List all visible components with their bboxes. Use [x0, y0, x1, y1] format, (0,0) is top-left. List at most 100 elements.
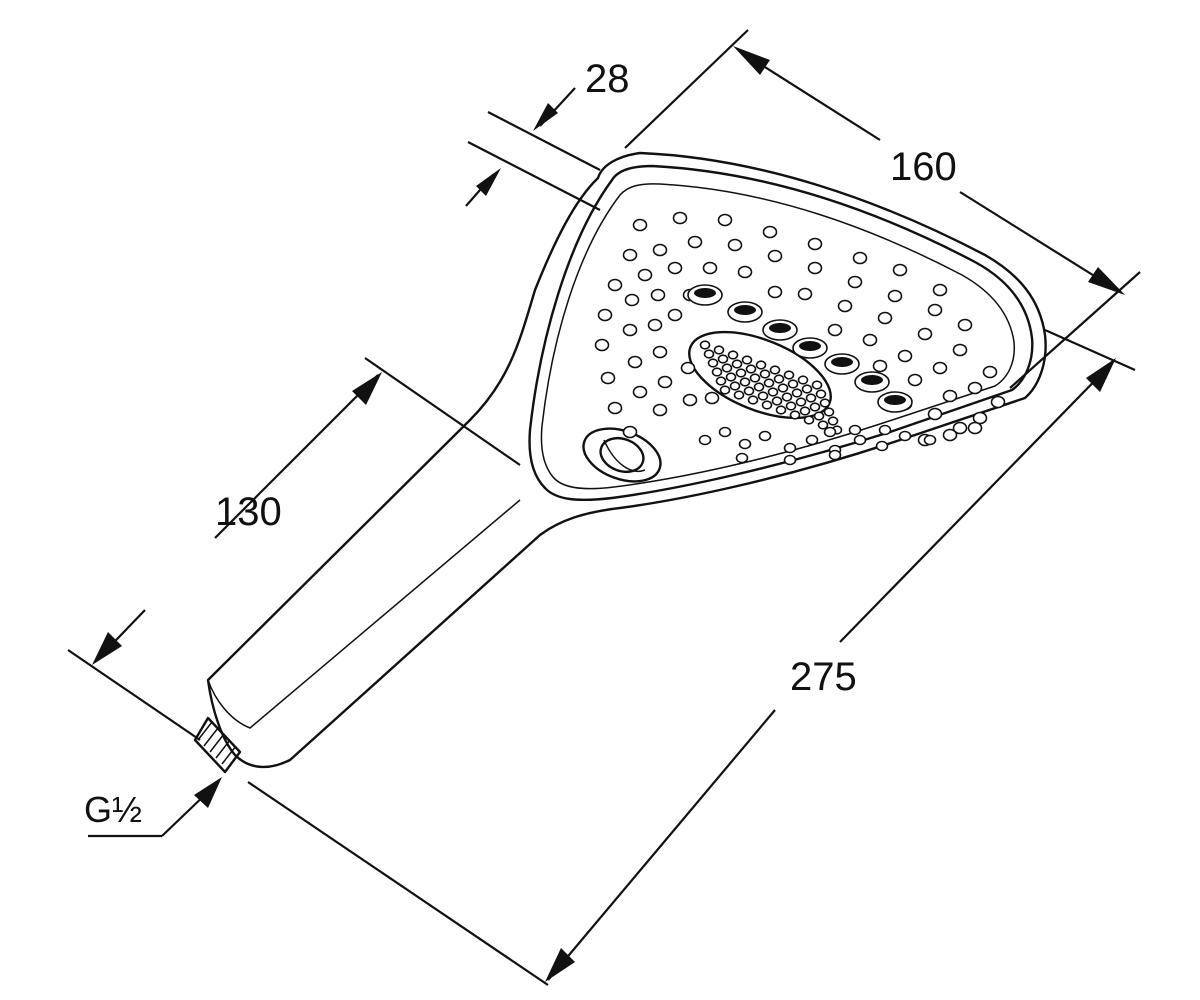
nozzle-jet-core: [734, 305, 756, 315]
nozzle-center: [817, 420, 829, 430]
nozzle-lower: [848, 424, 862, 436]
nozzle-center: [755, 360, 767, 370]
nozzle-outer: [892, 263, 908, 277]
nozzle-jet-core: [799, 341, 821, 351]
nozzle-center: [743, 386, 755, 396]
nozzle-outer: [650, 288, 666, 302]
nozzle-lower: [738, 438, 752, 450]
nozzle-outer: [737, 265, 753, 279]
nozzle-outer: [632, 218, 648, 232]
nozzle-outer: [967, 381, 983, 395]
nozzle-outer: [652, 243, 668, 257]
nozzle-outer: [807, 237, 823, 251]
nozzle-outer: [887, 289, 903, 303]
nozzle-center: [785, 401, 797, 411]
nozzle-center: [763, 378, 775, 388]
nozzle-center: [739, 377, 751, 387]
nozzle-outer: [837, 299, 853, 313]
nozzle-outer: [942, 428, 958, 442]
face-rim-inner: [540, 183, 1016, 490]
nozzle-center: [783, 370, 795, 380]
nozzle-center: [799, 406, 811, 416]
face-depth-label: 28: [585, 57, 630, 101]
nozzle-lower: [758, 430, 772, 442]
nozzle-lower: [878, 424, 892, 436]
nozzle-outer: [727, 238, 743, 252]
nozzle-center: [703, 349, 715, 359]
nozzle-outer: [600, 371, 616, 385]
body-outline: [206, 151, 1047, 769]
nozzle-center: [747, 395, 759, 405]
nozzle-center: [731, 359, 743, 369]
dimension-thread: G½: [84, 777, 222, 838]
nozzle-lower: [735, 452, 749, 464]
nozzle-lower: [898, 430, 912, 442]
nozzle-center: [775, 405, 787, 415]
nozzle-outer: [624, 293, 640, 307]
nozzle-outer: [717, 213, 733, 227]
nozzle-outer: [852, 251, 868, 265]
nozzle-outer: [942, 389, 958, 403]
nozzle-center: [809, 402, 821, 412]
nozzle-center: [717, 354, 729, 364]
nozzle-outer: [917, 327, 933, 341]
nozzle-lower: [828, 449, 842, 461]
nozzle-lower: [853, 434, 867, 446]
nozzle-center: [729, 381, 741, 391]
nozzle-center: [771, 396, 783, 406]
nozzle-center: [797, 375, 809, 385]
nozzle-center: [741, 355, 753, 365]
nozzle-center: [715, 376, 727, 386]
nozzle-center: [761, 400, 773, 410]
handle-crease: [207, 499, 521, 729]
nozzle-center: [757, 391, 769, 401]
dimension-head-width: 160: [624, 29, 1141, 389]
dimension-face-depth: 28: [465, 57, 630, 211]
thread-connector: [193, 716, 242, 774]
nozzle-jet-core: [831, 357, 853, 367]
nozzle-outer: [657, 375, 673, 389]
nozzle-outer: [702, 261, 718, 275]
nozzle-center: [815, 389, 827, 399]
nozzle-center: [721, 363, 733, 373]
nozzle-outer: [862, 333, 878, 347]
nozzle-lower: [783, 442, 797, 454]
nozzle-lower: [698, 434, 712, 446]
nozzle-outer: [847, 275, 863, 289]
dimension-handle-length: 130: [67, 357, 521, 741]
nozzle-jet-core: [861, 375, 883, 385]
nozzle-center: [791, 388, 803, 398]
handle-length-label: 130: [215, 490, 282, 534]
nozzle-outer: [594, 338, 610, 352]
nozzle-outer: [627, 355, 643, 369]
nozzle-outer: [687, 235, 703, 249]
nozzle-outer: [672, 211, 688, 225]
nozzle-center: [727, 350, 739, 360]
nozzle-outer: [927, 303, 943, 317]
nozzle-outer: [637, 268, 653, 282]
overall-length-label: 275: [790, 655, 857, 699]
nozzle-lower: [783, 454, 797, 466]
nozzle-center: [735, 368, 747, 378]
nozzle-center: [801, 384, 813, 394]
nozzle-center: [787, 379, 799, 389]
nozzle-center: [711, 367, 723, 377]
nozzle-center: [767, 387, 779, 397]
nozzle-outer: [797, 287, 813, 301]
nozzle-center: [753, 382, 765, 392]
nozzle-jet-core: [694, 288, 716, 298]
nozzle-outer: [607, 278, 623, 292]
nozzle-jet-core: [884, 395, 906, 405]
nozzle-outer: [682, 393, 698, 407]
nozzle-lower: [923, 434, 937, 446]
nozzle-center: [749, 373, 761, 383]
nozzle-outer: [762, 225, 778, 239]
nozzle-center: [789, 410, 801, 420]
nozzle-outer: [680, 361, 696, 375]
nozzle-outer: [877, 311, 893, 325]
nozzle-lower: [823, 426, 837, 438]
nozzle-center: [733, 390, 745, 400]
nozzle-center: [805, 393, 817, 403]
nozzle-outer: [932, 283, 948, 297]
nozzle-center: [707, 358, 719, 368]
